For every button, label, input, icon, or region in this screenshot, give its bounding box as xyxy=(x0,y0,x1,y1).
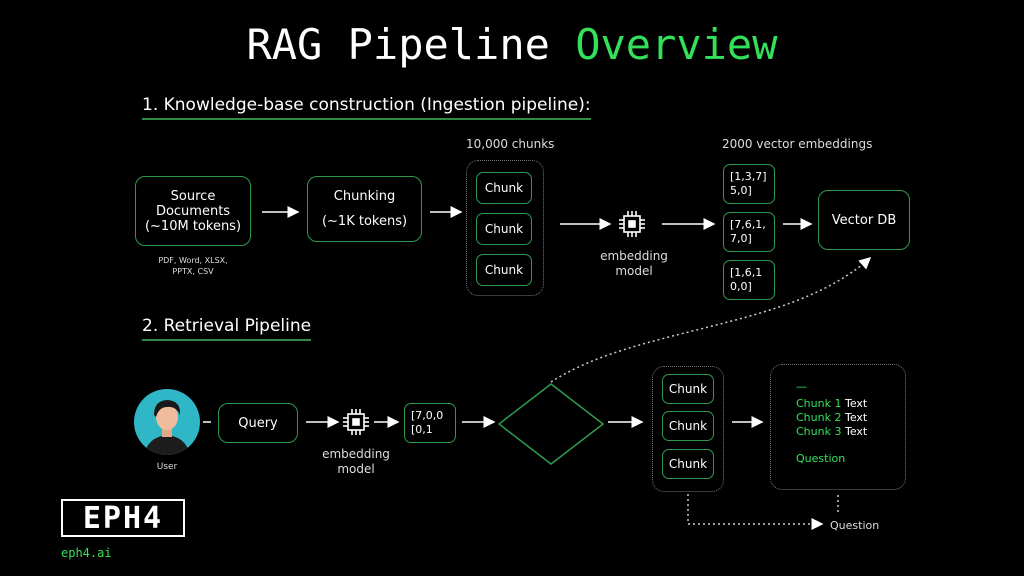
vector-line: 5,0] xyxy=(730,184,752,197)
source-formats-line-2: PPTX, CSV xyxy=(172,267,214,276)
prompt-chunk-suffix: Text xyxy=(844,397,868,410)
arrow-chunks-to-question xyxy=(687,494,824,530)
prompt-chunk-name: Chunk 3 xyxy=(796,425,842,438)
embedding-label-line-2: model xyxy=(615,264,653,278)
vector-line: [0,1 xyxy=(411,423,433,436)
chunks-caption: 10,000 chunks xyxy=(466,137,555,151)
source-formats: PDF, Word, XLSX, PPTX, CSV xyxy=(135,255,251,277)
vector-embedding: [1,6,1 0,0] xyxy=(723,260,775,300)
embedding-model-label: embedding model xyxy=(598,249,670,279)
prompt-line: Chunk 1 Text xyxy=(796,397,867,411)
chunk-item: Chunk xyxy=(476,172,532,204)
query-embedding-model-icon xyxy=(343,409,369,435)
retriever-label: Retriever xyxy=(523,416,579,430)
vectors-caption: 2000 vector embeddings xyxy=(722,137,873,151)
chunks-group xyxy=(466,160,544,296)
source-documents-box: Source Documents (~10M tokens) xyxy=(135,176,251,246)
prompt-dash: — xyxy=(796,380,807,393)
user-label: User xyxy=(156,462,178,472)
embedding-label-line-1: embedding xyxy=(322,447,390,461)
vector-embedding: [1,3,7] 5,0] xyxy=(723,164,775,204)
prompt-line: Chunk 3 Text xyxy=(796,425,867,439)
avatar xyxy=(134,389,200,455)
prompt-chunk-name: Chunk 2 xyxy=(796,411,842,424)
logo: EPH4 xyxy=(61,499,185,537)
title-highlight: Overview xyxy=(575,20,778,69)
source-line-1: Source xyxy=(170,188,216,204)
chunk-item: Chunk xyxy=(476,213,532,245)
vector-line: 0,0] xyxy=(730,280,752,293)
prompt-question: Question xyxy=(796,452,846,465)
vector-line: [1,3,7] xyxy=(730,170,767,183)
site-link[interactable]: eph4.ai xyxy=(61,546,112,560)
source-line-3: (~10M tokens) xyxy=(144,218,242,234)
chunk-item: Chunk xyxy=(476,254,532,286)
section-retrieval-heading: 2. Retrieval Pipeline xyxy=(142,316,312,341)
chunking-line-1: Chunking xyxy=(333,189,396,204)
user-avatar-icon xyxy=(134,389,200,455)
vector-line: [1,6,1 xyxy=(730,266,763,279)
vector-line: [7,6,1, xyxy=(730,218,766,231)
page-title: RAG Pipeline Overview xyxy=(0,20,1024,69)
vector-line: 7,0] xyxy=(730,232,752,245)
retrieved-chunk-item: Chunk xyxy=(662,411,714,441)
vector-embedding: [7,6,1, 7,0] xyxy=(723,212,775,252)
retrieved-chunk-item: Chunk xyxy=(662,449,714,479)
query-box: Query xyxy=(218,403,298,443)
question-label: Question xyxy=(830,519,880,532)
chunking-line-2: (~1K tokens) xyxy=(321,214,408,229)
chunking-box: Chunking (~1K tokens) xyxy=(307,176,422,242)
section-ingestion-heading: 1. Knowledge-base construction (Ingestio… xyxy=(142,95,591,120)
query-embedding-model-label: embedding model xyxy=(318,447,394,477)
prompt-line: Chunk 2 Text xyxy=(796,411,867,425)
embedding-label-line-2: model xyxy=(337,462,375,476)
vector-line: [7,0,0 xyxy=(411,409,444,422)
prompt-chunk-suffix: Text xyxy=(844,425,868,438)
embedding-label-line-1: embedding xyxy=(600,249,668,263)
embedding-model-icon xyxy=(619,211,645,237)
vector-db-box: Vector DB xyxy=(818,190,910,250)
prompt-chunk-name: Chunk 1 xyxy=(796,397,842,410)
source-formats-line-1: PDF, Word, XLSX, xyxy=(158,256,228,265)
title-main: RAG Pipeline xyxy=(246,20,550,69)
query-vector: [7,0,0 [0,1 xyxy=(404,403,456,443)
source-line-2: Documents xyxy=(155,203,231,219)
retrieved-chunk-item: Chunk xyxy=(662,374,714,404)
prompt-chunk-suffix: Text xyxy=(844,411,868,424)
